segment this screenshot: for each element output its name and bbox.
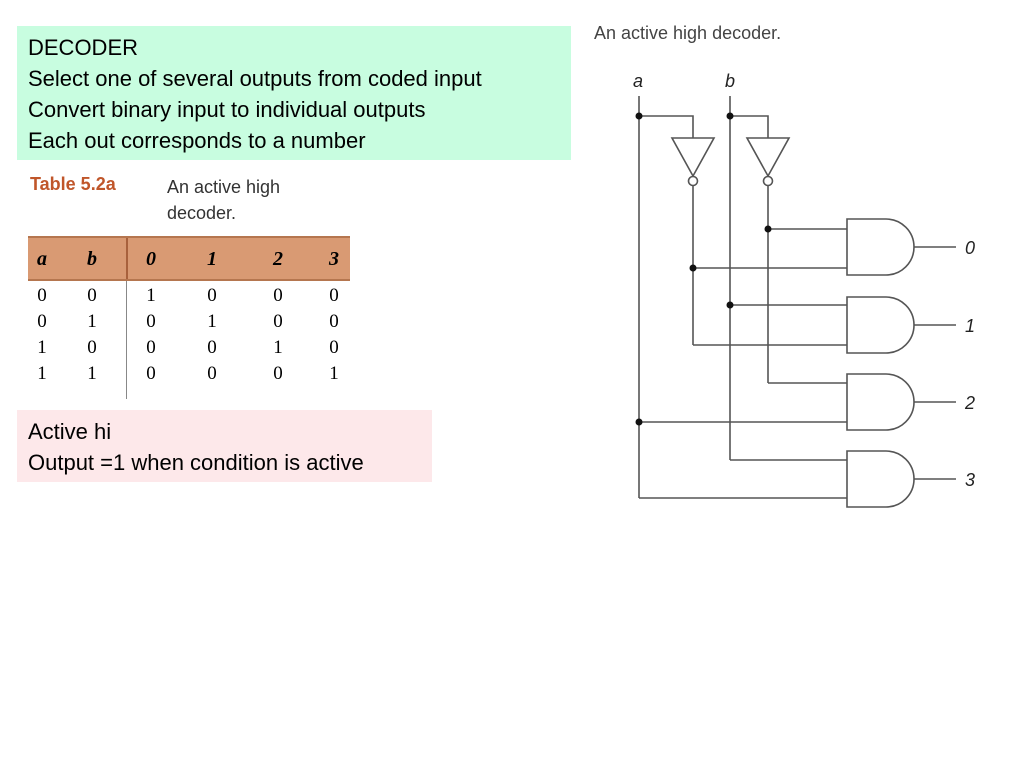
wire-a-to-inverter — [639, 115, 694, 138]
truth-table: a b 0 1 2 3 0 0 1 0 0 0 0 1 0 1 0 0 1 0 … — [28, 236, 350, 399]
table-cell: 0 — [207, 363, 217, 384]
header-cell-b: b — [87, 248, 97, 270]
table-cell: 1 — [87, 311, 97, 332]
table-cell: 0 — [207, 285, 217, 306]
table-cell: 1 — [207, 311, 217, 332]
table-cell: 0 — [37, 285, 47, 306]
table-cell: 0 — [329, 311, 339, 332]
table-cell: 0 — [273, 311, 283, 332]
junction-dot — [635, 418, 643, 426]
table-cell: 0 — [87, 337, 97, 358]
table-cell: 0 — [87, 285, 97, 306]
output-label-2: 2 — [964, 393, 975, 413]
table-cell: 0 — [273, 363, 283, 384]
table-cell: 1 — [273, 337, 283, 358]
and-gate-1-icon — [846, 296, 915, 354]
table-id: Table 5.2a — [30, 174, 116, 194]
output-label-0: 0 — [965, 238, 975, 258]
table-cell: 0 — [329, 337, 339, 358]
input-label-b: b — [725, 71, 735, 91]
table-description: An active high decoder. — [167, 177, 281, 223]
header-cell-3: 3 — [329, 248, 339, 270]
table-cell: 0 — [146, 363, 156, 384]
junction-dot — [635, 112, 643, 120]
junction-dot — [726, 112, 734, 120]
decoder-definition-box: DECODER Select one of several outputs fr… — [17, 26, 571, 160]
circuit-title: An active high decoder. — [594, 23, 781, 43]
input-label-a: a — [633, 71, 643, 91]
table-cell: 1 — [37, 363, 47, 384]
table-cell: 1 — [146, 285, 156, 306]
decoder-heading: DECODER — [28, 35, 139, 60]
decoder-circuit-diagram: An active high decoder. a b 0 1 2 3 — [594, 23, 975, 508]
header-cell-2: 2 — [273, 248, 283, 270]
table-cell: 1 — [37, 337, 47, 358]
inverter-a-bubble — [687, 175, 699, 187]
inverter-a-icon — [670, 137, 716, 178]
wire-b-to-inverter — [730, 115, 769, 138]
table-cell: 0 — [146, 337, 156, 358]
table-cell: 1 — [87, 363, 97, 384]
output-label-3: 3 — [965, 470, 975, 490]
truth-table-body: 0 0 1 0 0 0 0 1 0 1 0 0 1 0 0 0 1 0 1 1 … — [28, 281, 350, 399]
body-divider — [126, 281, 127, 399]
and-gate-3-icon — [846, 450, 915, 508]
inverter-b-icon — [745, 137, 791, 178]
header-cell-a: a — [37, 248, 47, 270]
table-cell: 1 — [329, 363, 339, 384]
table-cell: 0 — [37, 311, 47, 332]
active-heading: Active hi — [28, 419, 112, 444]
and-gate-2-icon — [846, 373, 915, 431]
junction-dot — [764, 225, 772, 233]
and-gate-0-icon — [846, 218, 915, 276]
decoder-line-3: Each out corresponds to a number — [28, 128, 366, 153]
output-label-1: 1 — [965, 316, 975, 336]
table-cell: 0 — [207, 337, 217, 358]
truth-table-header: a b 0 1 2 3 — [28, 236, 350, 281]
header-cell-0: 0 — [146, 248, 156, 270]
header-divider — [126, 238, 128, 279]
active-high-box: Active hi Output =1 when condition is ac… — [17, 410, 432, 482]
table-cell: 0 — [273, 285, 283, 306]
junction-dot — [689, 264, 697, 272]
active-definition: Output =1 when condition is active — [28, 450, 364, 475]
table-cell: 0 — [146, 311, 156, 332]
inverter-b-bubble — [762, 175, 774, 187]
decoder-line-1: Select one of several outputs from coded… — [28, 66, 482, 91]
header-cell-1: 1 — [207, 248, 217, 270]
decoder-line-2: Convert binary input to individual outpu… — [28, 97, 426, 122]
table-cell: 0 — [329, 285, 339, 306]
junction-dot — [726, 301, 734, 309]
